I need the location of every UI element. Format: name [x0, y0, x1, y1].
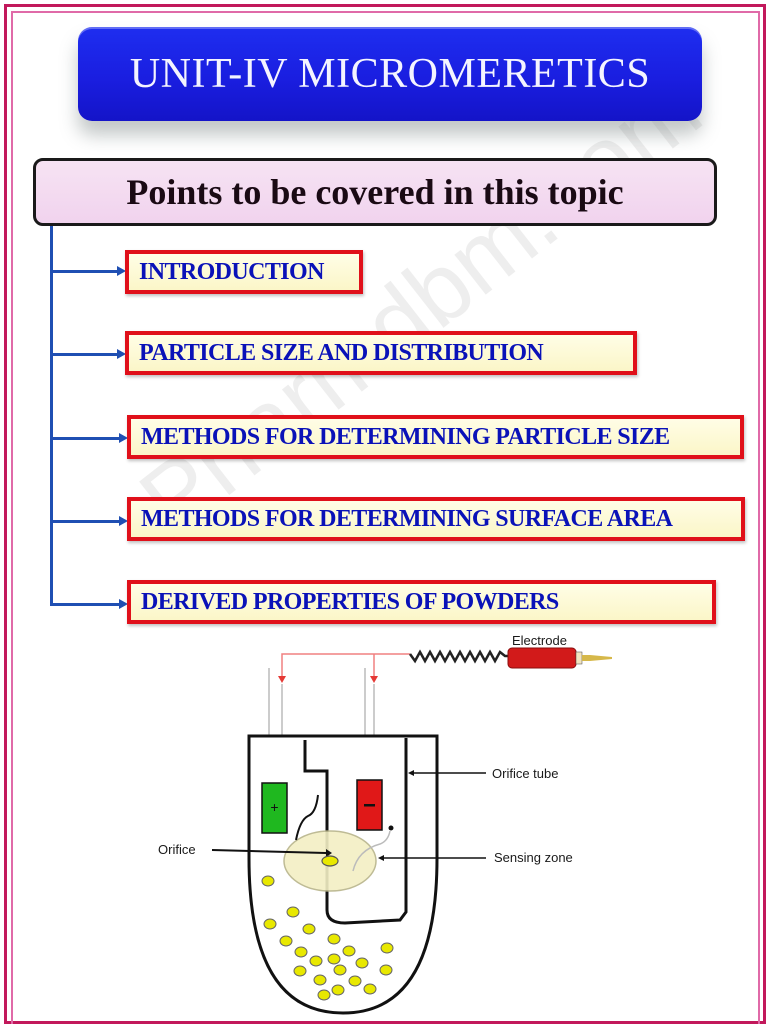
subtitle-text: Points to be covered in this topic: [126, 172, 624, 212]
tree-connector-line: [50, 226, 53, 606]
topic-label: METHODS FOR DETERMINING PARTICLE SIZE: [141, 423, 670, 450]
topic-label: INTRODUCTION: [139, 258, 324, 285]
label-electrode: Electrode: [512, 633, 567, 648]
topic-methods-particle-size: METHODS FOR DETERMINING PARTICLE SIZE: [127, 415, 744, 459]
label-orifice-tube: Orifice tube: [492, 766, 559, 781]
arrow-right-icon: [50, 266, 126, 276]
arrow-right-icon: [50, 349, 126, 359]
page-title: UNIT-IV MICROMERETICS: [129, 51, 651, 97]
title-banner: UNIT-IV MICROMERETICS: [78, 27, 702, 121]
watermark: Pharmdbm.com: [120, 53, 721, 556]
topic-derived-properties: DERIVED PROPERTIES OF POWDERS: [127, 580, 716, 624]
topic-methods-surface-area: METHODS FOR DETERMINING SURFACE AREA: [127, 497, 745, 541]
arrow-right-icon: [50, 599, 128, 609]
diagram-graphic: +: [211, 647, 612, 1015]
topic-introduction: INTRODUCTION: [125, 250, 363, 294]
arrow-right-icon: [50, 516, 128, 526]
topic-particle-size-distribution: PARTICLE SIZE AND DISTRIBUTION: [125, 331, 637, 375]
topic-label: PARTICLE SIZE AND DISTRIBUTION: [139, 339, 544, 366]
topic-label: METHODS FOR DETERMINING SURFACE AREA: [141, 505, 673, 532]
arrow-right-icon: [50, 433, 128, 443]
plus-sign: +: [270, 799, 278, 815]
subtitle-banner: Points to be covered in this topic: [33, 158, 717, 226]
label-sensing-zone: Sensing zone: [494, 850, 573, 865]
label-orifice: Orifice: [158, 842, 196, 857]
coulter-counter-diagram: +: [140, 628, 640, 1020]
topic-label: DERIVED PROPERTIES OF POWDERS: [141, 588, 559, 615]
